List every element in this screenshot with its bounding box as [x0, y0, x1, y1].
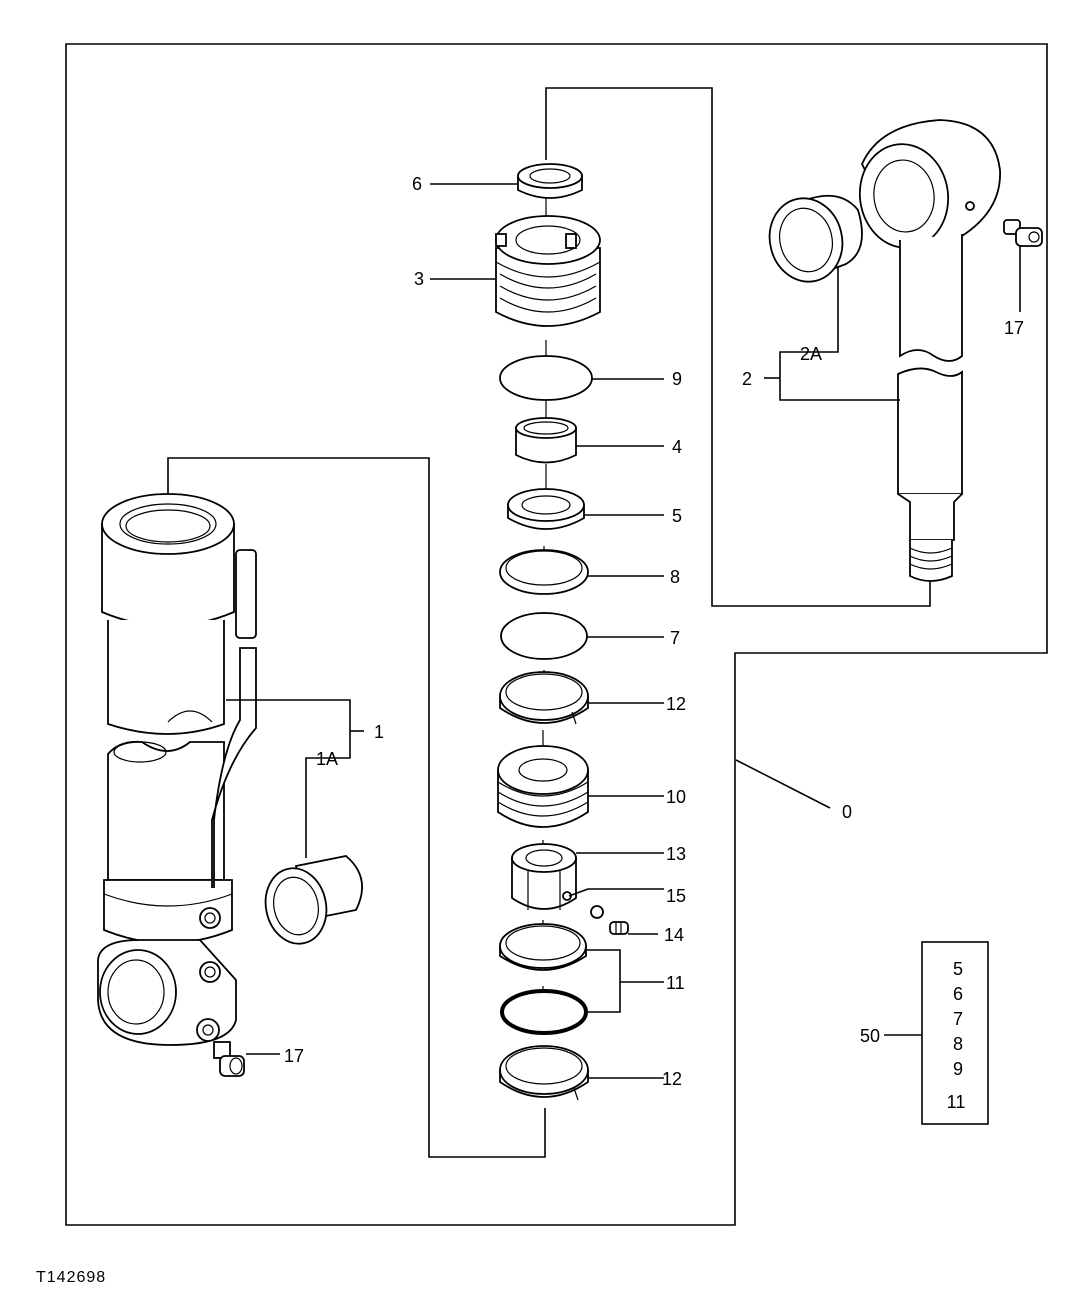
wiper-seal-icon: [517, 163, 583, 199]
callout-2: 2: [742, 369, 752, 389]
piston-seal-icon: [499, 923, 588, 1035]
grease-fitting-icon: [213, 1041, 245, 1077]
callout-8: 8: [670, 567, 680, 587]
kit-item: 7: [953, 1009, 963, 1029]
rod-seal-icon: [507, 488, 585, 530]
o-ring-icon: [500, 612, 588, 660]
callout-10: 10: [666, 787, 686, 807]
callout-13: 13: [666, 844, 686, 864]
ball-icon: [590, 905, 604, 919]
leader-lines: [226, 183, 1021, 1079]
piston-icon: [497, 745, 589, 828]
kit-item: 8: [953, 1034, 963, 1054]
callout-12-lower: 12: [662, 1069, 682, 1089]
callout-12-upper: 12: [666, 694, 686, 714]
assembly-boundary: [65, 43, 1048, 1226]
callout-17-left: 17: [284, 1046, 304, 1066]
callout-11: 11: [666, 973, 685, 993]
callout-4: 4: [672, 437, 682, 457]
rod-group-boundary: [545, 87, 931, 607]
callout-15: 15: [666, 886, 686, 906]
kit-item: 11: [947, 1092, 966, 1112]
kit-item: 6: [953, 984, 963, 1004]
callout-3: 3: [414, 269, 424, 289]
bushing-icon: [768, 194, 863, 283]
o-ring-icon: [499, 355, 593, 401]
cylinder-head-icon: [495, 215, 601, 327]
callout-17-right: 17: [1004, 318, 1024, 338]
callout-14: 14: [664, 925, 684, 945]
callout-6: 6: [412, 174, 422, 194]
callout-5: 5: [672, 506, 682, 526]
callout-0: 0: [842, 802, 852, 822]
backup-ring-icon: [499, 549, 589, 595]
figure-code: T142698: [36, 1269, 106, 1286]
callout-1a: 1A: [316, 749, 338, 769]
kit-item: 5: [953, 959, 963, 979]
piston-rod-icon: [858, 119, 1001, 582]
callout-50: 50: [860, 1026, 880, 1046]
callout-9: 9: [672, 369, 682, 389]
bushing-icon: [264, 855, 363, 945]
cylinder-barrel-icon: [97, 493, 257, 1046]
kit-item: 9: [953, 1059, 963, 1079]
barrel-group-boundary: [167, 457, 546, 1158]
wear-ring-icon: [499, 671, 589, 725]
wear-ring-icon: [499, 1045, 589, 1101]
set-screw-icon: [609, 921, 629, 935]
bushing-icon: [515, 417, 577, 464]
callout-1: 1: [374, 722, 384, 742]
grease-fitting-icon: [1003, 219, 1043, 247]
callout-2a: 2A: [800, 344, 822, 364]
kit-box: [921, 941, 989, 1125]
nut-icon: [511, 843, 577, 910]
callout-7: 7: [670, 628, 680, 648]
